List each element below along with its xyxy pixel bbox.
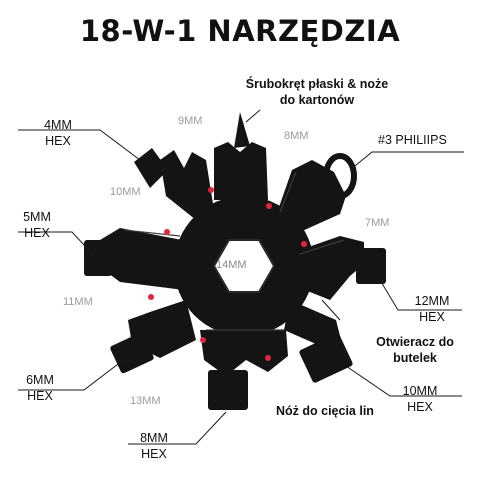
dot-11mm bbox=[148, 294, 154, 300]
dot-13mm bbox=[200, 337, 206, 343]
label-5mm-type: HEX bbox=[24, 226, 50, 240]
label-12mm-hex: 12MM HEX bbox=[402, 293, 462, 325]
size-label-10mm: 10MM bbox=[110, 186, 141, 198]
label-screwdriver: Śrubokręt płaski & noże do kartonów bbox=[222, 76, 412, 108]
label-8mm-size: 8MM bbox=[140, 431, 168, 445]
leader-10mm-hex bbox=[345, 365, 462, 397]
size-label-9mm: 9MM bbox=[178, 115, 203, 127]
leader-5mm-hex bbox=[18, 231, 97, 259]
label-6mm-type: HEX bbox=[27, 389, 53, 403]
label-4mm-type: HEX bbox=[45, 134, 71, 148]
dot-8mm bbox=[266, 203, 272, 209]
leader-8mm-hex bbox=[128, 411, 227, 445]
page-title: 18-W-1 NARZĘDZIA bbox=[79, 14, 401, 48]
leader-4mm-hex bbox=[18, 129, 141, 161]
label-opener-line1: Otwieracz do bbox=[376, 335, 454, 349]
label-6mm-hex: 6MM HEX bbox=[14, 372, 66, 404]
hex-hole-14mm bbox=[212, 239, 276, 293]
size-label-11mm: 11MM bbox=[63, 296, 93, 308]
leader-12mm-hex bbox=[379, 279, 462, 311]
dot-7mm bbox=[301, 241, 307, 247]
label-bottle-opener: Otwieracz do butelek bbox=[364, 334, 466, 366]
dot-9mm bbox=[208, 187, 214, 193]
label-10mm-size: 10MM bbox=[402, 384, 438, 398]
leader-screwdriver bbox=[245, 109, 261, 123]
label-philips: #3 PHILIIPS bbox=[378, 133, 447, 147]
label-8mm-hex: 8MM HEX bbox=[124, 430, 184, 462]
label-12mm-type: HEX bbox=[419, 310, 445, 324]
label-8mm-type: HEX bbox=[141, 447, 167, 461]
label-screwdriver-line1: Śrubokręt płaski & noże bbox=[245, 77, 389, 91]
label-10mm-hex: 10MM HEX bbox=[390, 383, 450, 415]
size-label-7mm: 7MM bbox=[365, 217, 390, 229]
label-5mm-hex: 5MM HEX bbox=[12, 209, 62, 241]
dot-bottom bbox=[265, 355, 271, 361]
leader-opener bbox=[321, 299, 341, 321]
tool-edge-highlights bbox=[123, 171, 345, 331]
size-label-8mm: 8MM bbox=[284, 130, 309, 142]
label-10mm-type: HEX bbox=[407, 400, 433, 414]
size-label-13mm: 13MM bbox=[130, 395, 161, 407]
size-marker-dots bbox=[148, 187, 307, 361]
label-4mm-hex: 4MM HEX bbox=[28, 117, 88, 149]
leader-6mm-hex bbox=[18, 357, 127, 391]
label-opener-line2: butelek bbox=[393, 351, 437, 365]
label-6mm-size: 6MM bbox=[26, 373, 54, 387]
dot-10mm bbox=[164, 229, 170, 235]
label-screwdriver-line2: do kartonów bbox=[279, 93, 355, 107]
leader-philips bbox=[349, 151, 464, 171]
label-12mm-size: 12MM bbox=[414, 294, 450, 308]
size-label-14mm: 14MM bbox=[216, 259, 247, 271]
leader-lines bbox=[18, 109, 464, 445]
label-4mm-size: 4MM bbox=[44, 118, 72, 132]
label-5mm-size: 5MM bbox=[23, 210, 51, 224]
label-rope-cutter: Nóż do cięcia lin bbox=[276, 404, 374, 418]
